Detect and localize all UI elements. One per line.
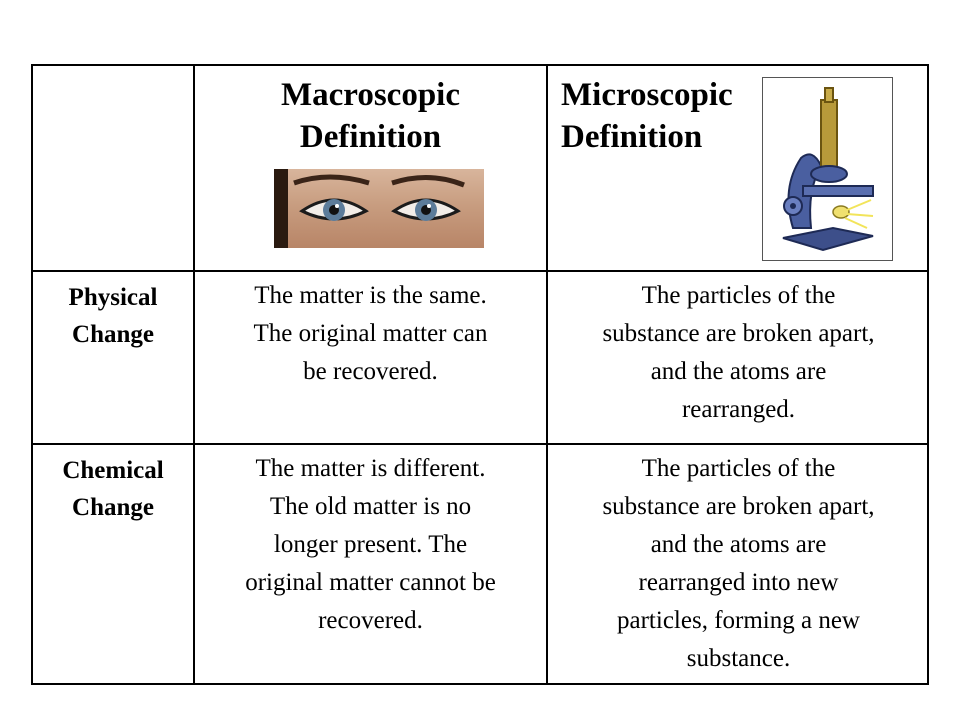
- row-label-physical-change: Physical Change: [68, 284, 158, 348]
- chemical-microscopic-definition: The particles of the substance are broke…: [602, 455, 875, 672]
- column-divider-2: [546, 66, 548, 683]
- row-divider-1: [33, 270, 927, 272]
- row-label-chemical-change: Chemical Change: [62, 457, 164, 521]
- comparison-table: Macroscopic Definition Microscopic Defin…: [31, 64, 929, 685]
- microscope-illustration: [762, 77, 893, 261]
- macroscopic-header: Macroscopic Definition: [280, 77, 460, 155]
- microscopic-header: Microscopic Definition: [561, 77, 733, 155]
- physical-macroscopic-definition: The matter is the same. The original mat…: [253, 282, 488, 385]
- eyes-photo: [274, 169, 484, 248]
- column-divider-1: [193, 66, 195, 683]
- row-divider-2: [33, 443, 927, 445]
- physical-microscopic-definition: The particles of the substance are broke…: [602, 282, 875, 423]
- chemical-macroscopic-definition: The matter is different. The old matter …: [245, 455, 496, 634]
